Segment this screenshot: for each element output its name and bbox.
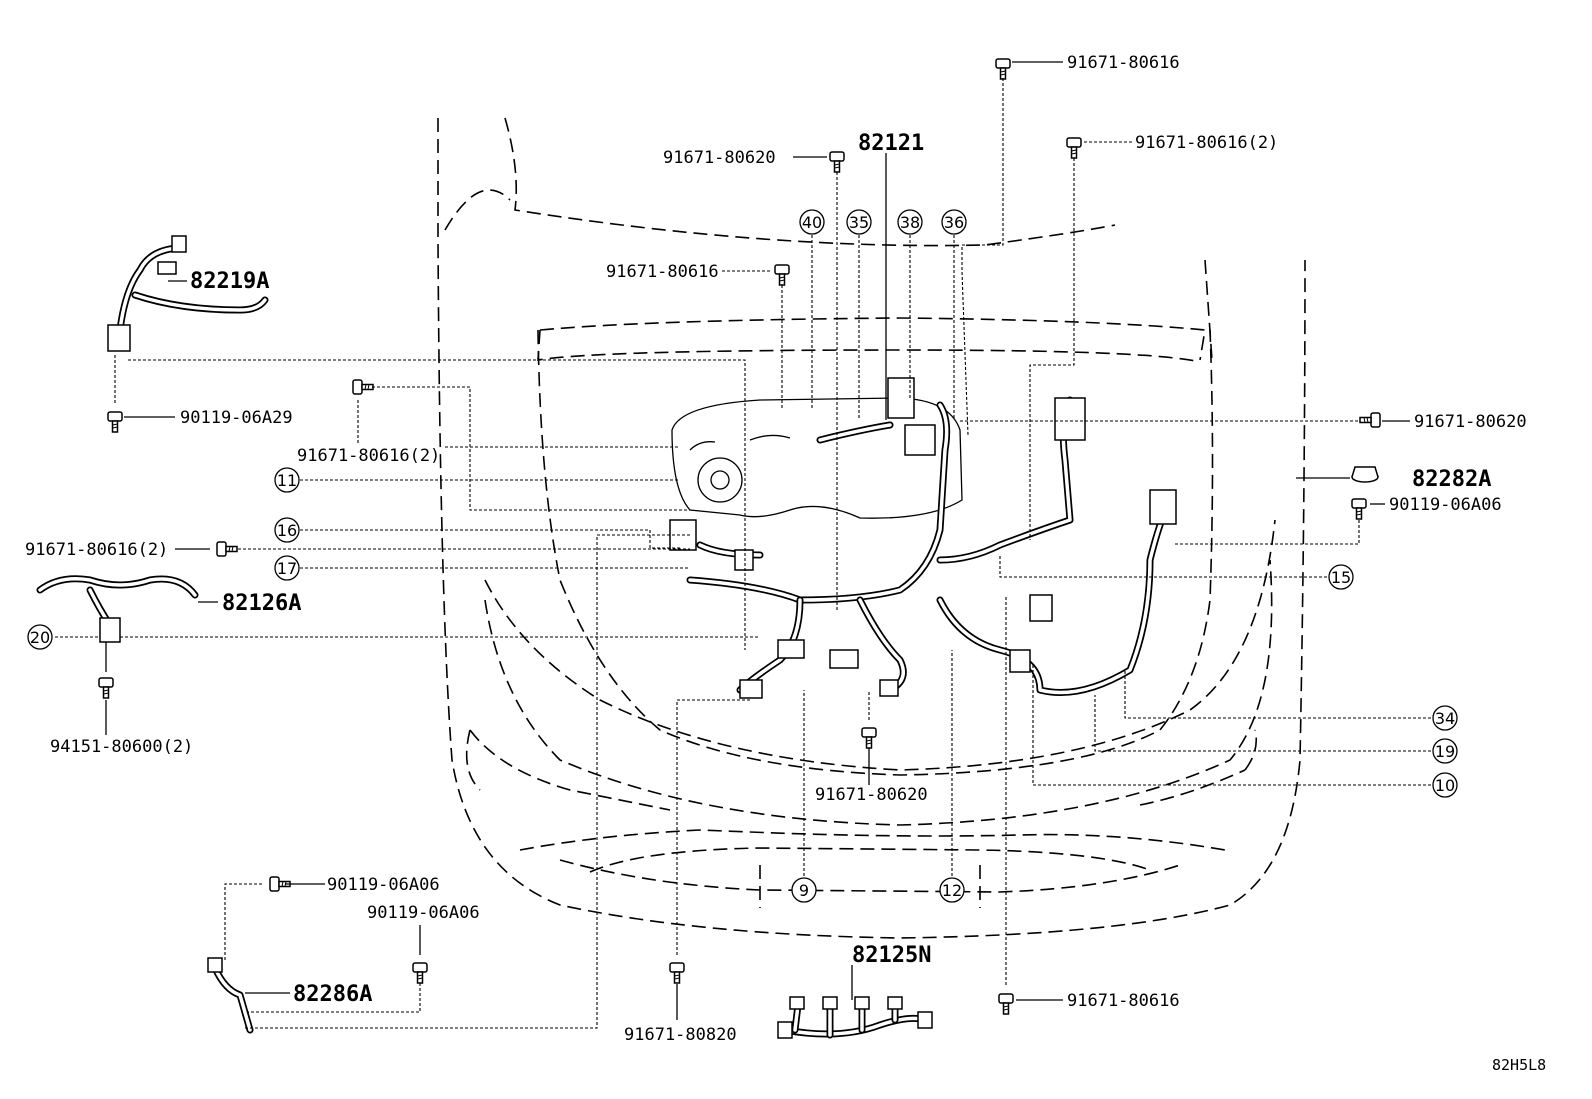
fastener-label-91671-80616-2-left: 91671-80616(2) bbox=[297, 446, 440, 466]
callout-number: 12 bbox=[942, 881, 962, 900]
vehicle-outline bbox=[437, 117, 1306, 939]
fastener-label-91671-80616-bottom: 91671-80616 bbox=[1067, 991, 1180, 1011]
callout-34: 34 bbox=[1432, 705, 1458, 731]
fastener-label-91671-80616-top: 91671-80616 bbox=[1067, 53, 1180, 73]
harness-82286A bbox=[207, 957, 254, 1034]
callout-number: 17 bbox=[277, 559, 297, 578]
part-label-82286A: 82286A bbox=[293, 982, 372, 1007]
callout-36: 36 bbox=[941, 209, 967, 235]
part-label-82125N: 82125N bbox=[852, 943, 931, 968]
engine-block bbox=[671, 377, 963, 519]
callout-15: 15 bbox=[1328, 564, 1354, 590]
part-label-82126A: 82126A bbox=[222, 591, 301, 616]
fastener-label-91671-80620-top: 91671-80620 bbox=[663, 148, 776, 168]
callout-19: 19 bbox=[1432, 738, 1458, 764]
leader-lines bbox=[55, 61, 1410, 1029]
callout-leaders bbox=[300, 235, 1431, 876]
fastener-label-91671-80616-2-far-left: 91671-80616(2) bbox=[25, 540, 168, 560]
grommet-82282A bbox=[1351, 466, 1379, 483]
callout-number: 36 bbox=[944, 213, 964, 232]
part-label-82282A: 82282A bbox=[1412, 467, 1491, 492]
callout-35: 35 bbox=[846, 209, 872, 235]
harness-82126A bbox=[36, 575, 199, 643]
callout-number: 20 bbox=[30, 628, 50, 647]
callout-number: 16 bbox=[277, 521, 297, 540]
callout-number: 10 bbox=[1435, 776, 1455, 795]
fastener-label-94151-80600-2: 94151-80600(2) bbox=[50, 737, 193, 757]
fastener-label-91671-80616-2-top: 91671-80616(2) bbox=[1135, 133, 1278, 153]
harness-82125N bbox=[777, 996, 933, 1039]
callout-38: 38 bbox=[897, 209, 923, 235]
fastener-label-90119-06A06-bl1: 90119-06A06 bbox=[327, 875, 440, 895]
fastener-label-91671-80620-right: 91671-80620 bbox=[1414, 412, 1527, 432]
fastener-label-90119-06A06-right: 90119-06A06 bbox=[1389, 495, 1502, 515]
callout-40: 40 bbox=[799, 209, 825, 235]
callout-17: 17 bbox=[274, 555, 300, 581]
callout-number: 19 bbox=[1435, 742, 1455, 761]
diagram-id: 82H5L8 bbox=[1492, 1056, 1546, 1074]
harness-82219A bbox=[107, 235, 269, 352]
fastener-label-91671-80620-bottom: 91671-80620 bbox=[815, 785, 928, 805]
main-harness-82121 bbox=[669, 396, 1177, 699]
callout-number: 38 bbox=[900, 213, 920, 232]
fastener-label-90119-06A29: 90119-06A29 bbox=[180, 408, 293, 428]
callout-11: 11 bbox=[274, 467, 300, 493]
callout-number: 34 bbox=[1435, 709, 1455, 728]
callout-number: 11 bbox=[277, 471, 297, 490]
callout-20: 20 bbox=[27, 624, 53, 650]
callout-number: 15 bbox=[1331, 568, 1351, 587]
part-label-82121: 82121 bbox=[858, 131, 924, 156]
callout-number: 9 bbox=[799, 881, 809, 900]
callout-9: 9 bbox=[791, 877, 817, 903]
callout-16: 16 bbox=[274, 517, 300, 543]
callout-10: 10 bbox=[1432, 772, 1458, 798]
fastener-label-90119-06A06-bl2: 90119-06A06 bbox=[367, 903, 480, 923]
callout-12: 12 bbox=[939, 877, 965, 903]
part-label-82219A: 82219A bbox=[190, 269, 269, 294]
fastener-label-91671-80820: 91671-80820 bbox=[624, 1025, 737, 1045]
fastener-label-91671-80616-mid: 91671-80616 bbox=[606, 262, 719, 282]
callout-number: 35 bbox=[849, 213, 869, 232]
callout-number: 40 bbox=[802, 213, 822, 232]
